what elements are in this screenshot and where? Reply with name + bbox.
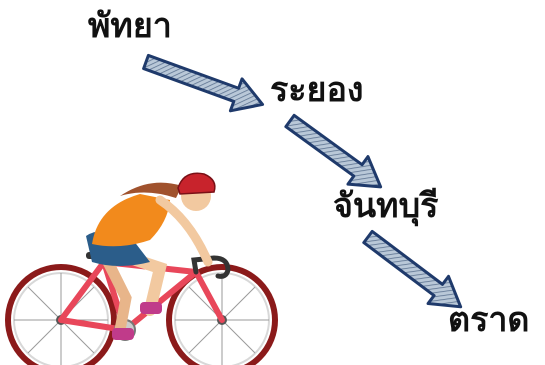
city-label-pattaya: พัทยา: [88, 6, 172, 46]
route-arrow-icon: [140, 46, 268, 120]
rider-hair: [120, 183, 182, 198]
city-label-rayong: ระยอง: [270, 70, 363, 110]
helmet: [178, 173, 215, 194]
cyclist-illustration: [8, 173, 275, 365]
city-label-trat: ตราด: [448, 300, 530, 340]
city-label-chanthaburi: จันทบุรี: [333, 186, 438, 226]
